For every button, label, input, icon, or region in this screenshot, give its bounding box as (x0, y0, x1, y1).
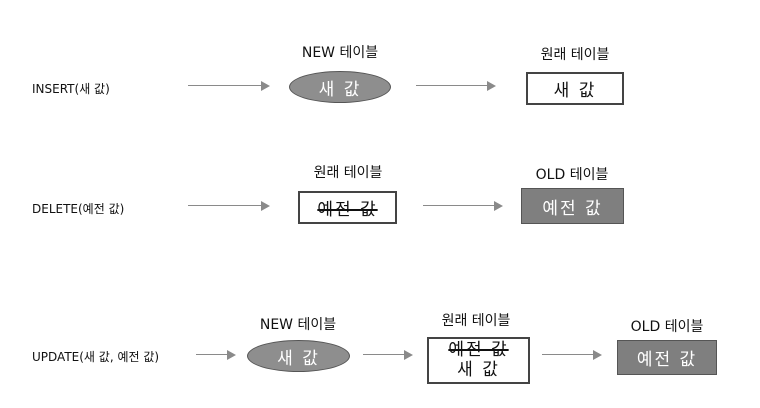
insert-new-table-oval: 새 값 (289, 71, 391, 103)
update-old-table-label: OLD 테이블 (630, 319, 704, 335)
delete-original-table-label: 원래 테이블 (313, 165, 383, 181)
update-old-table-value: 예전 값 (636, 350, 698, 370)
update-original-table-box: 예전 값 새 값 (427, 337, 530, 384)
delete-original-table-value: 예전 값 (317, 200, 378, 220)
insert-original-table-box: 새 값 (526, 72, 624, 105)
update-arrow-2 (363, 350, 413, 360)
update-operation-label: UPDATE(새 값, 예전 값) (32, 350, 160, 364)
update-new-table-label: NEW 테이블 (259, 317, 337, 333)
update-arrow-1 (196, 350, 236, 360)
update-old-table-box: 예전 값 (617, 340, 717, 375)
insert-arrow-2 (416, 81, 496, 91)
update-original-table-label: 원래 테이블 (441, 313, 511, 329)
update-original-table-new-value: 새 값 (457, 359, 500, 380)
update-new-table-oval: 새 값 (247, 340, 350, 372)
delete-arrow-2 (423, 201, 503, 211)
delete-old-table-box: 예전 값 (521, 188, 624, 224)
delete-old-table-value: 예전 값 (542, 198, 603, 219)
delete-original-table-box: 예전 값 (298, 191, 397, 224)
delete-old-table-label: OLD 테이블 (535, 167, 609, 183)
insert-arrow-1 (188, 81, 270, 91)
insert-original-table-label: 원래 테이블 (540, 47, 610, 63)
update-new-table-value: 새 값 (277, 348, 320, 369)
delete-operation-label: DELETE(예전 값) (32, 202, 125, 216)
insert-new-table-label: NEW 테이블 (301, 45, 379, 61)
delete-arrow-1 (188, 201, 270, 211)
insert-new-table-value: 새 값 (318, 79, 362, 100)
insert-operation-label: INSERT(새 값) (32, 82, 110, 96)
insert-original-table-value: 새 값 (553, 81, 597, 101)
update-original-table-old-value: 예전 값 (448, 339, 509, 360)
update-arrow-3 (542, 350, 602, 360)
